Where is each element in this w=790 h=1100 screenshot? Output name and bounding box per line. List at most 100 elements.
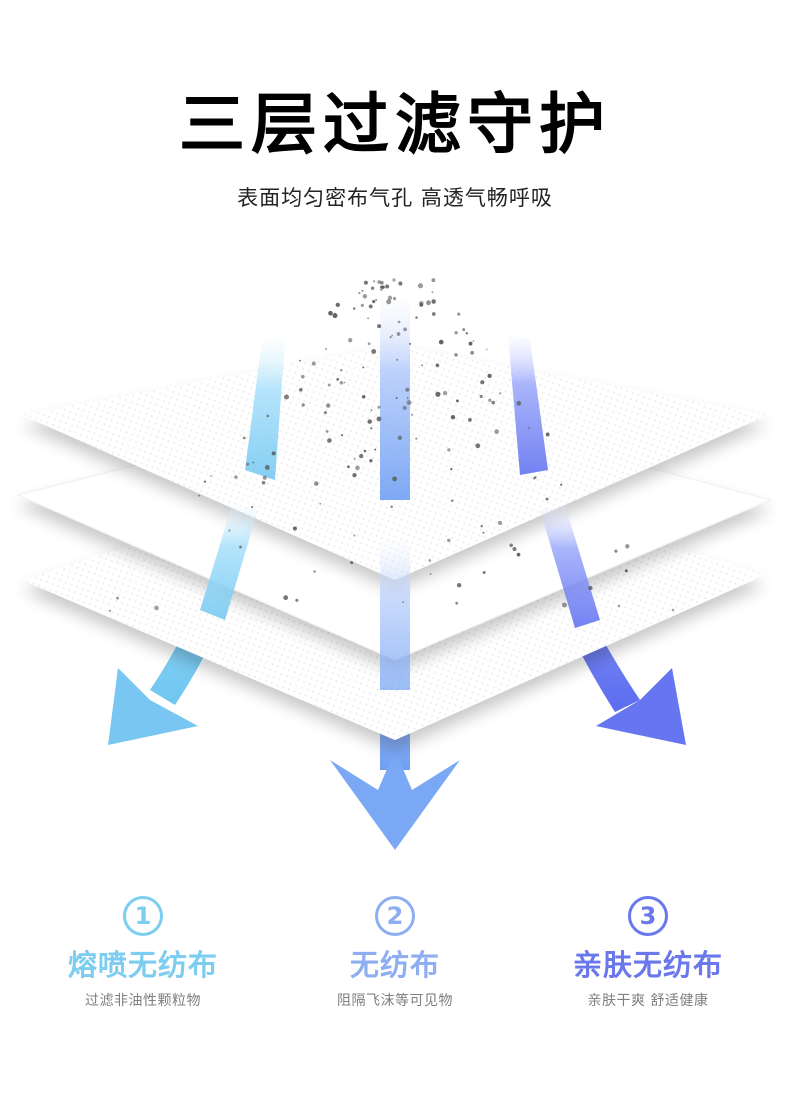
dust-particle (465, 332, 469, 335)
dust-particle (419, 303, 424, 307)
dust-particle (488, 398, 492, 402)
dust-particle (415, 316, 418, 319)
dust-particle (295, 598, 299, 602)
center-arrow-shaft (380, 300, 410, 500)
dust-particle (116, 596, 119, 600)
dust-particle (336, 377, 340, 381)
dust-particle (380, 285, 384, 289)
dust-particle (361, 289, 364, 292)
dust-particle (487, 373, 492, 379)
dust-particle (251, 505, 254, 509)
dust-particle (545, 497, 549, 501)
page-title: 三层过滤守护 (179, 86, 611, 163)
dust-particle (411, 413, 414, 416)
dust-particle (392, 278, 396, 282)
dust-particle (319, 502, 322, 505)
dust-particle (328, 310, 333, 316)
dust-particle (450, 499, 454, 502)
dust-particle (560, 483, 563, 486)
dust-particle (299, 359, 301, 362)
dust-particle (370, 427, 373, 430)
dust-particle (485, 348, 488, 351)
dust-particle (380, 288, 383, 291)
dust-particle (385, 284, 390, 289)
dust-particle (292, 526, 297, 531)
feature-desc: 亲肤干爽 舒适健康 (587, 992, 709, 1009)
dust-particle (340, 368, 343, 372)
number-badge: 3 (628, 896, 668, 936)
feature-name: 熔喷无纺布 (67, 948, 218, 982)
page-subtitle: 表面均匀密布气孔 高透气畅呼吸 (237, 186, 553, 210)
right-arrow-shaft (508, 335, 548, 475)
dust-particle (367, 342, 371, 346)
dust-particle (456, 582, 462, 588)
dust-particle (431, 278, 436, 283)
dust-particle (264, 465, 270, 470)
feature-desc: 过滤非油性颗粒物 (85, 992, 201, 1009)
dust-particle (347, 465, 350, 469)
dust-particle (431, 291, 434, 294)
dust-particle (348, 338, 353, 343)
dust-particle (480, 525, 483, 528)
left-arrow-shaft (245, 340, 285, 480)
dust-particle (470, 350, 474, 355)
dust-particle (450, 468, 453, 471)
dust-particle (392, 476, 398, 482)
dust-particle (339, 380, 344, 385)
dust-particle (377, 405, 381, 409)
dust-particle (327, 438, 332, 443)
dust-particle (301, 403, 305, 407)
dust-particle (362, 366, 365, 369)
dust-particle (353, 457, 356, 460)
dust-particle (355, 465, 360, 471)
dust-particle (395, 397, 398, 400)
dust-particle (298, 387, 303, 392)
dust-particle (438, 339, 444, 345)
dust-particle (203, 480, 207, 483)
dust-particle (363, 280, 368, 285)
dust-particle (402, 601, 404, 604)
dust-particle (415, 437, 418, 440)
dust-particle (405, 387, 410, 392)
dust-particle (313, 570, 316, 573)
dust-particle (340, 434, 343, 437)
dust-particle (333, 312, 336, 315)
feature-desc: 阻隔飞沫等可见物 (337, 992, 453, 1009)
dust-particle (499, 392, 502, 395)
dust-particle (397, 435, 403, 440)
dust-particle (352, 472, 357, 478)
dust-particle (516, 552, 521, 557)
dust-particle (417, 283, 424, 289)
dust-particle (398, 281, 403, 286)
dust-particle (335, 302, 340, 308)
dust-particle (386, 299, 392, 305)
dust-particle (455, 601, 459, 605)
dust-particle (271, 451, 276, 456)
dust-particle (376, 416, 382, 422)
dust-particle (454, 353, 458, 357)
dust-particle (435, 391, 441, 397)
dust-particle (360, 303, 365, 308)
dust-particle (362, 294, 368, 299)
feature-skin-friendly: 3 亲肤无纺布 亲肤干爽 舒适健康 (528, 896, 768, 1010)
dust-particle (283, 394, 290, 400)
dust-particle (371, 349, 377, 354)
dust-particle (396, 358, 399, 361)
dust-particle (428, 559, 432, 562)
dust-particle (353, 534, 356, 537)
dust-particle (516, 400, 522, 406)
feature-meltblown: 1 熔喷无纺布 过滤非油性颗粒物 (23, 896, 263, 1010)
left-arrow-shaft-lower (200, 505, 258, 620)
dust-particle (431, 299, 436, 304)
number-badge: 1 (123, 896, 163, 936)
dust-particle (370, 286, 375, 290)
dust-particle (431, 312, 436, 316)
dust-particle (266, 414, 270, 418)
dust-particle (455, 399, 459, 403)
dust-particle (426, 300, 431, 306)
dust-particle (262, 475, 267, 480)
dust-particle (494, 429, 499, 434)
dust-particle (534, 475, 537, 479)
filter-layers-illustration (16, 278, 772, 850)
dust-particle (468, 341, 473, 346)
